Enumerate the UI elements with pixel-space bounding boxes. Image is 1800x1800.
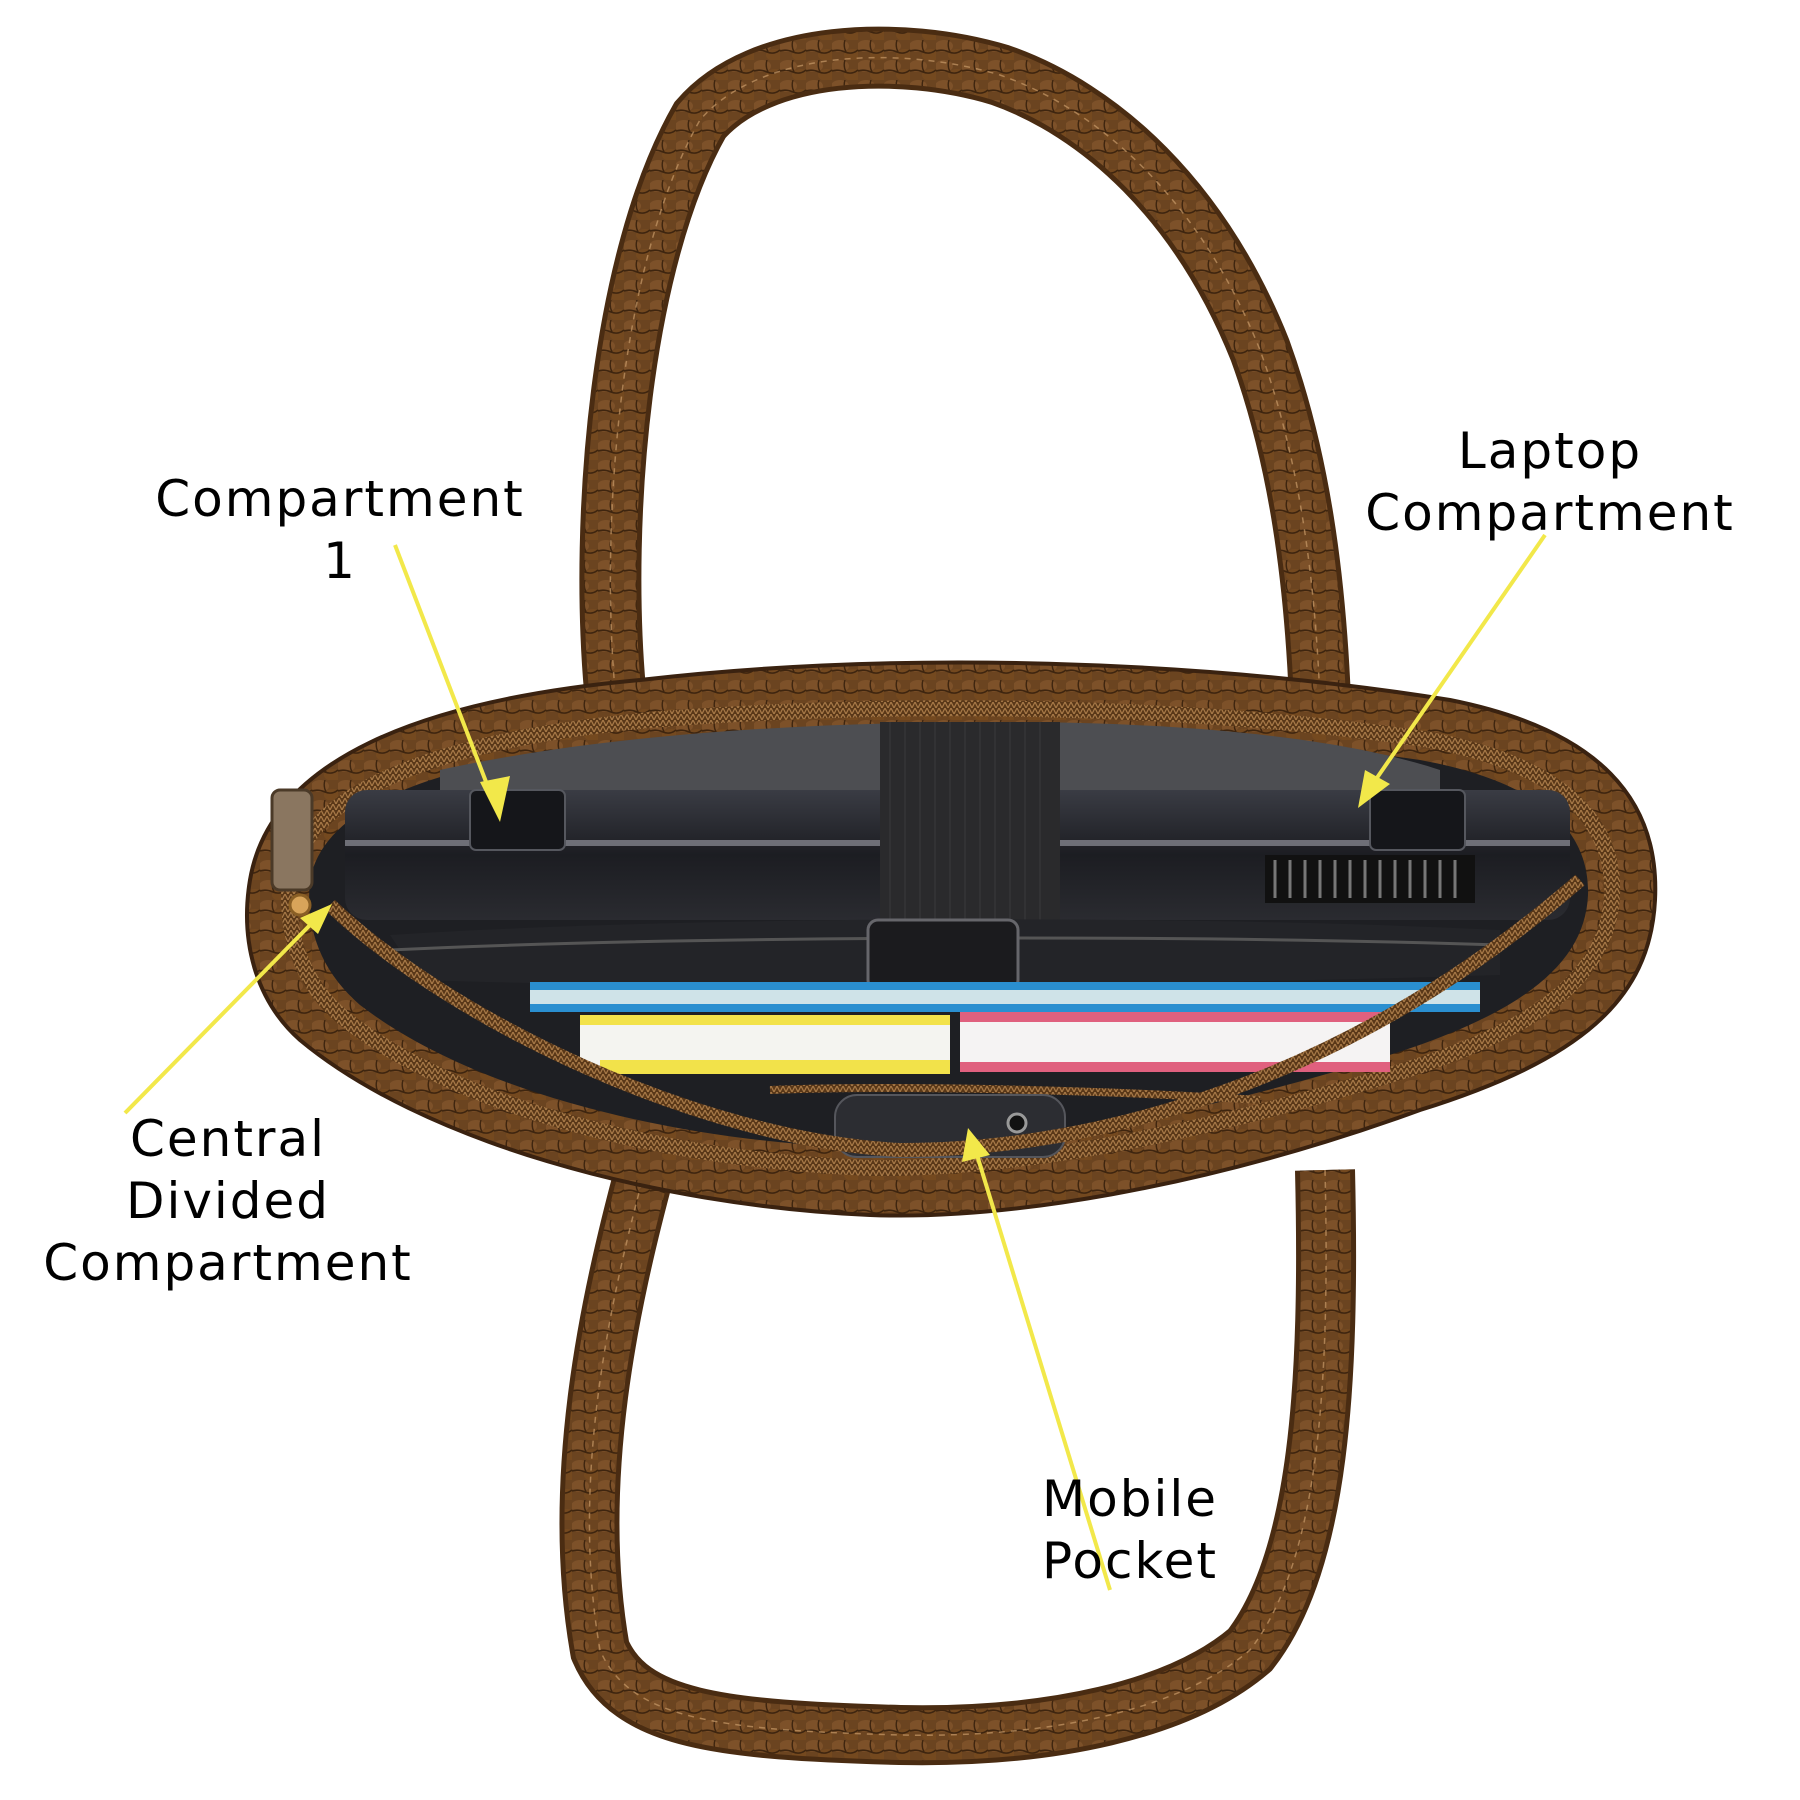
callout-label-compartment-1: Compartment 1 [150,468,530,592]
bottom-handle [559,1162,1357,1766]
arrow-laptop-compartment [1358,533,1547,808]
callout-label-mobile-pocket: Mobile Pocket [1030,1468,1230,1592]
label-line: 1 [323,532,357,590]
front-zipper [325,874,1585,1158]
label-line: Divided [125,1172,331,1230]
label-line: Laptop [1457,422,1643,480]
elastic-strap [880,722,1060,922]
callout-arrows [123,533,1547,1591]
laptop-vent [1265,855,1475,903]
label-line: Compartment [1365,484,1735,542]
callout-label-central-divided-compartment: Central Divided Compartment [38,1108,418,1294]
arrow-central-divided-compartment [123,904,332,1115]
label-line: Pocket [1042,1532,1218,1590]
label-line: Mobile [1041,1470,1218,1528]
arrow-mobile-pocket [962,1128,1112,1591]
label-line: Compartment [43,1234,413,1292]
notebooks [530,982,1480,1074]
callout-label-laptop-compartment: Laptop Compartment [1360,420,1740,544]
label-line: Central [129,1110,327,1168]
zipper-pull [270,788,314,917]
divider-pocket [389,918,1501,992]
arrow-compartment-1 [393,544,510,822]
label-line: Compartment [155,470,525,528]
top-handle [579,26,1351,731]
